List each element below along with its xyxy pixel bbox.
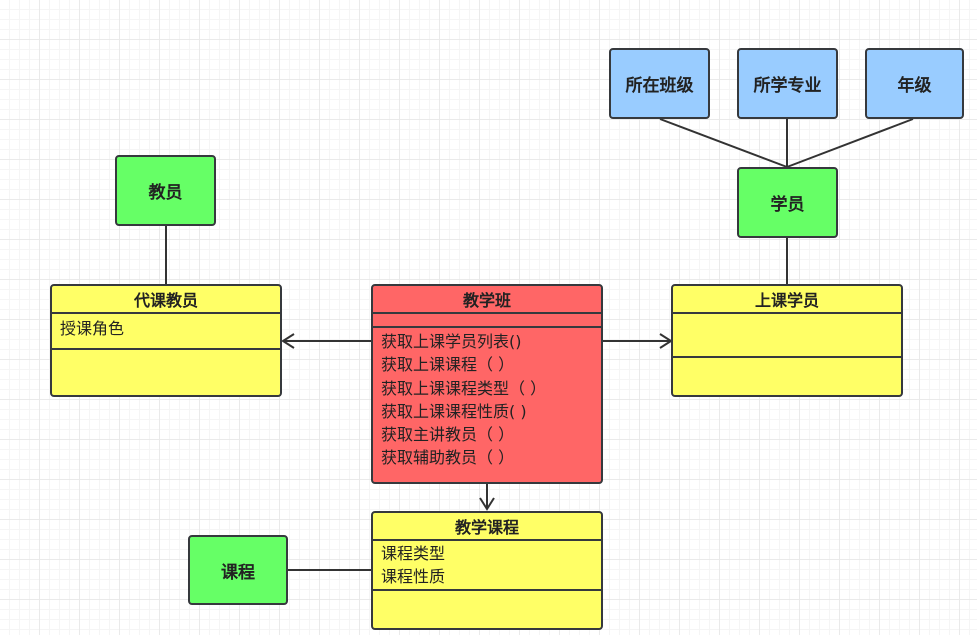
grade-node[interactable]: 年级 bbox=[865, 48, 964, 119]
attending-student-operations bbox=[673, 358, 901, 395]
teaching-class-class[interactable]: 教学班 获取上课学员列表() 获取上课课程（ ） 获取上课课程类型（ ） 获取上… bbox=[371, 284, 603, 484]
teacher-node[interactable]: 教员 bbox=[115, 155, 216, 226]
attending-student-attributes bbox=[673, 314, 901, 358]
student-label: 学员 bbox=[770, 195, 805, 215]
operation-get-course-type: 获取上课课程类型（ ） bbox=[381, 378, 547, 398]
grade-label: 年级 bbox=[897, 76, 932, 96]
class-location-node[interactable]: 所在班级 bbox=[609, 48, 710, 119]
substitute-teacher-operations bbox=[52, 350, 280, 395]
attending-student-class[interactable]: 上课学员 bbox=[671, 284, 903, 397]
attending-student-title: 上课学员 bbox=[673, 286, 901, 314]
teaching-course-title: 教学课程 bbox=[373, 513, 601, 541]
operation-get-course: 获取上课课程（ ） bbox=[381, 355, 515, 375]
teaching-course-attributes: 课程类型 课程性质 bbox=[373, 541, 601, 591]
arrowhead-teaching-course bbox=[479, 497, 495, 511]
operation-get-assistant-teacher: 获取辅助教员（ ） bbox=[381, 448, 515, 468]
attribute-teaching-role: 授课角色 bbox=[60, 319, 125, 338]
substitute-teacher-title: 代课教员 bbox=[52, 286, 280, 314]
course-node[interactable]: 课程 bbox=[188, 535, 288, 605]
substitute-teacher-attributes: 授课角色 bbox=[52, 314, 280, 350]
course-label: 课程 bbox=[221, 562, 255, 583]
major-label: 所学专业 bbox=[753, 76, 822, 96]
student-node[interactable]: 学员 bbox=[737, 167, 838, 238]
attribute-course-type: 课程类型 bbox=[381, 544, 446, 563]
operation-get-course-nature: 获取上课课程性质( ) bbox=[381, 401, 527, 421]
major-node[interactable]: 所学专业 bbox=[737, 48, 838, 119]
operation-get-lead-teacher: 获取主讲教员（ ） bbox=[381, 425, 515, 445]
connector-grade-student bbox=[786, 118, 914, 168]
class-location-label: 所在班级 bbox=[625, 76, 694, 96]
arrowhead-substitute-teacher bbox=[281, 333, 295, 349]
attribute-course-nature: 课程性质 bbox=[381, 567, 446, 586]
teaching-course-operations bbox=[373, 591, 601, 628]
teaching-class-attributes bbox=[373, 314, 601, 328]
substitute-teacher-class[interactable]: 代课教员 授课角色 bbox=[50, 284, 282, 397]
teaching-class-title: 教学班 bbox=[373, 286, 601, 314]
operation-get-student-list: 获取上课学员列表() bbox=[381, 332, 522, 351]
connector-class-location-student bbox=[659, 118, 788, 168]
teaching-course-class[interactable]: 教学课程 课程类型 课程性质 bbox=[371, 511, 603, 630]
teacher-label: 教员 bbox=[148, 183, 183, 203]
teaching-class-operations: 获取上课学员列表() 获取上课课程（ ） 获取上课课程类型（ ） 获取上课课程性… bbox=[373, 328, 601, 482]
